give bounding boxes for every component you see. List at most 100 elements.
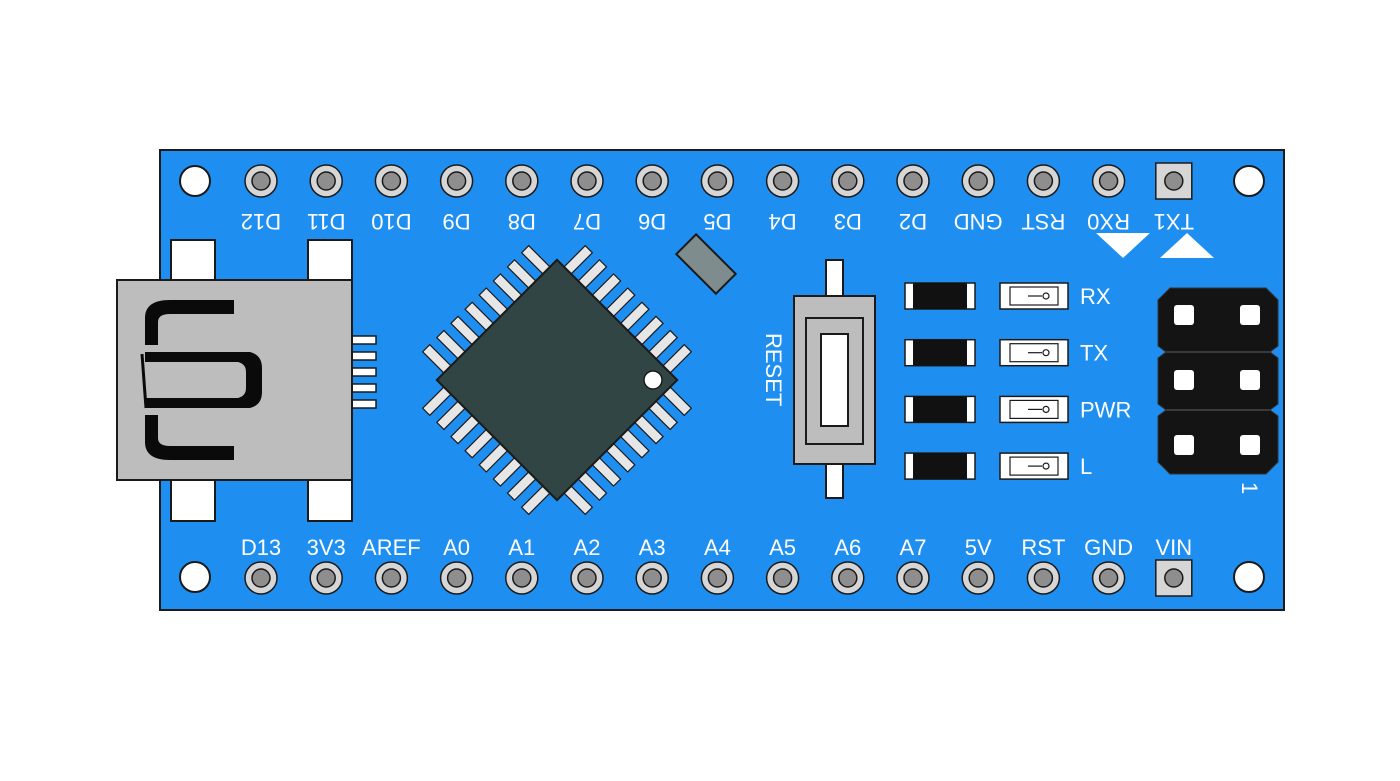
- pad-hole: [1033, 568, 1054, 588]
- mounting-hole: [179, 165, 211, 197]
- reset-button-lead: [825, 459, 844, 499]
- pin-label-top-d6: D6: [638, 209, 666, 234]
- pin-label-top-d9: D9: [443, 209, 471, 234]
- reset-button[interactable]: [793, 259, 876, 499]
- pad-top-d7: [570, 164, 604, 198]
- pad-bottom-a5: [765, 561, 800, 595]
- pad-bottom-vin: [1155, 559, 1193, 597]
- mounting-holes: [179, 165, 1265, 593]
- pin-label-bottom-a6: A6: [834, 535, 861, 560]
- pad-hole: [446, 568, 467, 588]
- led-label-l: L: [1080, 454, 1092, 479]
- led-mark-dot: [1042, 292, 1050, 300]
- pad-top-tx1: [1155, 162, 1193, 200]
- pad-bottom-5v: [961, 561, 995, 595]
- pin-label-bottom-a2: A2: [574, 535, 601, 560]
- pad-hole: [577, 171, 597, 191]
- pad-hole: [1033, 171, 1054, 191]
- pad-bottom-aref: [374, 561, 409, 595]
- pad-bottom-a3: [635, 561, 669, 595]
- pad-hole: [381, 171, 402, 191]
- reset-button-cap[interactable]: [820, 333, 849, 427]
- pad-top-d8: [505, 164, 539, 198]
- resistor-core: [913, 453, 967, 480]
- pin-label-top-rst: RST: [1021, 209, 1065, 234]
- usb-lead: [349, 367, 377, 377]
- icsp-header: [1157, 287, 1279, 475]
- pin-label-top-d11: D11: [307, 209, 346, 234]
- icsp-housing: [1157, 287, 1279, 475]
- mounting-hole: [179, 561, 211, 593]
- icsp-pin: [1174, 435, 1194, 455]
- pad-hole: [772, 171, 793, 191]
- pin-label-top-d4: D4: [769, 209, 797, 234]
- usb-connector: [116, 239, 377, 522]
- pad-hole: [838, 171, 858, 191]
- rx-arrow-icon: [1096, 233, 1150, 258]
- mounting-hole: [1233, 561, 1265, 593]
- crystal-oscillator: [674, 232, 738, 296]
- pad-hole: [251, 568, 271, 588]
- pin-label-bottom-vin: VIN: [1155, 535, 1192, 560]
- chip-body: [435, 258, 679, 502]
- led-tx: TX: [904, 338, 1108, 367]
- pad-hole: [577, 568, 597, 588]
- chip-pins: [421, 244, 693, 516]
- pin-label-top-d5: D5: [703, 209, 731, 234]
- pad-hole: [642, 171, 662, 191]
- usb-tab: [307, 478, 353, 522]
- icsp-pin: [1240, 305, 1260, 325]
- pad-bottom-gnd: [1091, 561, 1126, 595]
- pad-top-d11: [309, 164, 343, 198]
- pin-label-top-d3: D3: [834, 209, 862, 234]
- microcontroller-chip: [421, 244, 693, 516]
- pad-hole: [1098, 171, 1119, 191]
- pin-label-bottom-a3: A3: [639, 535, 666, 560]
- mounting-hole: [1233, 165, 1265, 197]
- resistor-core: [913, 283, 967, 309]
- pad-top-d9: [439, 164, 474, 198]
- pin-label-bottom-a5: A5: [769, 535, 796, 560]
- pad-bottom-a1: [505, 561, 539, 595]
- pad-square: [1155, 559, 1193, 597]
- pad-top-d4: [765, 164, 800, 198]
- pad-hole: [772, 568, 793, 588]
- icsp-pin: [1174, 370, 1194, 390]
- usb-lead: [349, 383, 377, 393]
- led-window: [1009, 399, 1059, 419]
- pad-top-rx0: [1091, 164, 1126, 198]
- resistor-core: [913, 339, 967, 366]
- led-mark-dot: [1042, 349, 1050, 357]
- pad-hole: [707, 171, 728, 191]
- pin-label-top-d7: D7: [573, 209, 601, 234]
- pin-label-bottom-d13: D13: [241, 535, 281, 560]
- led-mark-dot: [1042, 405, 1050, 413]
- pad-bottom-a6: [831, 561, 865, 595]
- usb-tab: [170, 478, 216, 522]
- usb-lead: [349, 335, 377, 345]
- pad-bottom-3v3: [309, 561, 343, 595]
- usb-tongue-shape: [145, 352, 262, 408]
- icsp-pin: [1240, 370, 1260, 390]
- reset-button-ring: [805, 317, 864, 445]
- led-l: L: [904, 452, 1092, 480]
- led-window: [1009, 286, 1059, 306]
- chip-pin1-dot: [643, 370, 663, 390]
- pin-label-bottom-a0: A0: [443, 535, 470, 560]
- pad-hole: [903, 171, 923, 191]
- pad-bottom-a0: [439, 561, 474, 595]
- pad-hole: [381, 568, 402, 588]
- reset-button-lead: [825, 259, 844, 299]
- pad-hole: [1164, 568, 1184, 588]
- pad-hole: [1164, 171, 1184, 191]
- usb-shell-shape: [145, 300, 234, 345]
- pad-bottom-a2: [570, 561, 604, 595]
- pin-label-top-d8: D8: [508, 209, 536, 234]
- led-mark-dot: [1042, 462, 1050, 470]
- pad-bottom-a7: [896, 561, 930, 595]
- pin-label-top-gnd: GND: [954, 209, 1003, 234]
- led-rx: RX: [904, 282, 1111, 310]
